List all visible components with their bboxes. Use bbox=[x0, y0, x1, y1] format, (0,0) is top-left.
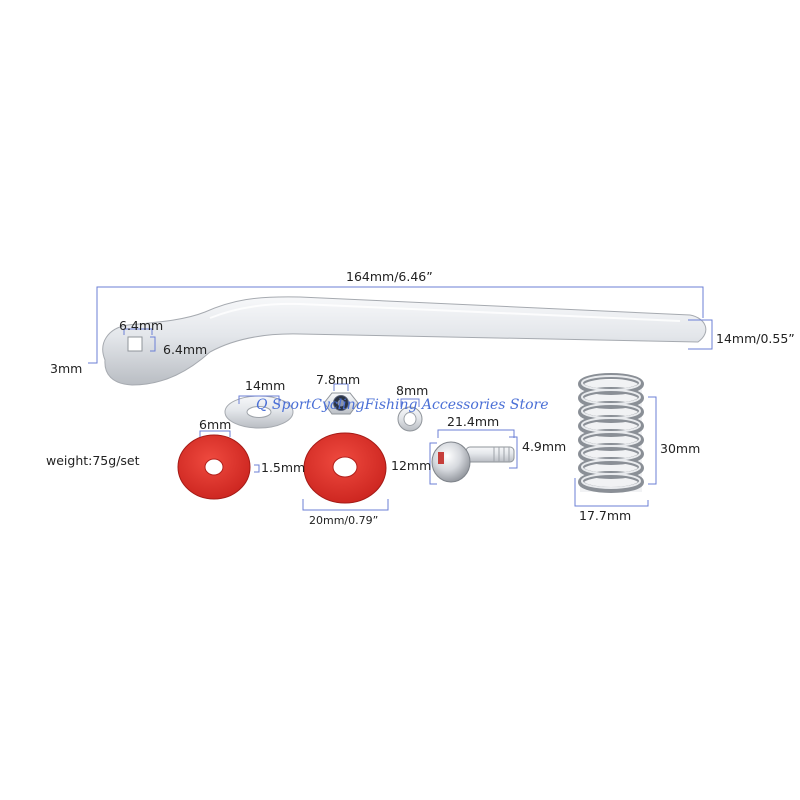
screw-shaft-label: 4.9mm bbox=[522, 439, 567, 454]
spring-height-label: 30mm bbox=[660, 441, 701, 456]
nut-label: 7.8mm bbox=[316, 372, 361, 387]
spring-width-label: 17.7mm bbox=[579, 508, 632, 523]
silver-washer bbox=[224, 395, 294, 429]
handle-lever bbox=[102, 296, 707, 386]
weight-label: weight:75g/set bbox=[46, 453, 140, 468]
handle-length-label: 164mm/6.46” bbox=[346, 269, 433, 284]
store-watermark: Q SportCyclingFishing Accessories Store bbox=[256, 397, 549, 413]
square-hole bbox=[127, 336, 143, 352]
red-washer-small-thickness-label: 1.5mm bbox=[261, 460, 306, 475]
square-hole-height-label: 6.4mm bbox=[163, 342, 208, 357]
handle-end-width-label: 14mm/0.55” bbox=[716, 331, 795, 346]
handle-dimension-lines bbox=[88, 286, 713, 364]
handle-thickness-label: 3mm bbox=[50, 361, 83, 376]
silver-washer-label: 14mm bbox=[245, 378, 286, 393]
red-washer-large-diameter-label: 20mm/0.79” bbox=[309, 514, 379, 527]
screw-length-label: 21.4mm bbox=[447, 414, 500, 429]
small-ring bbox=[397, 398, 423, 432]
small-ring-label: 8mm bbox=[396, 383, 429, 398]
red-washer-small bbox=[177, 430, 260, 500]
square-hole-width-label: 6.4mm bbox=[119, 318, 164, 333]
red-washer-small-hole-label: 6mm bbox=[199, 417, 232, 432]
red-washer-large bbox=[302, 432, 389, 511]
screw-head-label: 12mm bbox=[391, 458, 432, 473]
lock-nut bbox=[323, 383, 359, 415]
screw bbox=[429, 429, 518, 485]
spring bbox=[574, 373, 657, 507]
